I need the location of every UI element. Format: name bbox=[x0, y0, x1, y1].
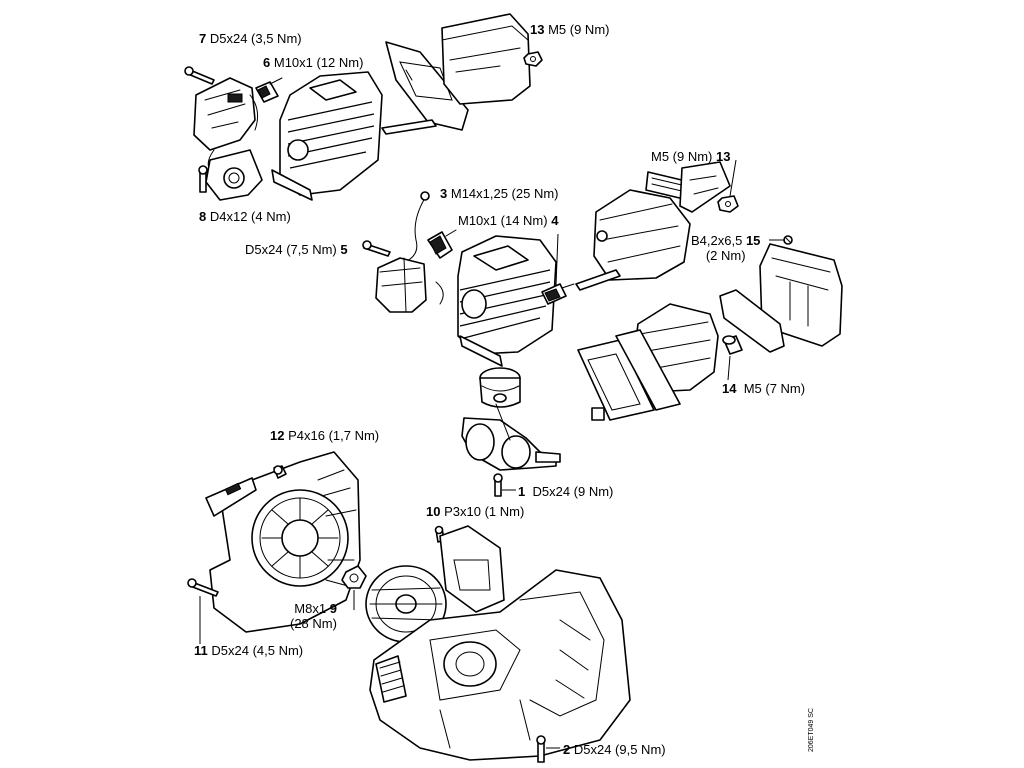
callout-12: 12 P4x16 (1,7 Nm) bbox=[270, 428, 380, 443]
intake-flange-small bbox=[205, 149, 263, 201]
muffler-cover-right bbox=[759, 243, 843, 347]
spark-plug-6 bbox=[255, 77, 283, 103]
piston bbox=[479, 367, 521, 408]
decomp-valve-4 bbox=[541, 283, 575, 305]
screw-5 bbox=[362, 240, 391, 257]
callout-6: 6 M10x1 (12 Nm) bbox=[263, 55, 364, 70]
callout-11: 11 D5x24 (4,5 Nm) bbox=[194, 643, 304, 658]
callout-8: 8 D4x12 (4 Nm) bbox=[199, 209, 291, 224]
callout-2: 2 D5x24 (9,5 Nm) bbox=[563, 742, 666, 757]
screw-7 bbox=[184, 66, 215, 85]
leader-lines bbox=[199, 159, 785, 749]
spark-plug-3 bbox=[427, 229, 457, 259]
fan-housing bbox=[205, 451, 361, 633]
muffler-plate-right bbox=[719, 289, 785, 353]
crankcase-gasket bbox=[439, 525, 505, 613]
nut-9 bbox=[341, 565, 367, 589]
nut-13-right bbox=[717, 195, 739, 213]
screw-8 bbox=[198, 165, 208, 193]
ignition-module-small bbox=[193, 77, 259, 171]
ignition-module-center bbox=[375, 257, 444, 313]
cylinder-small bbox=[271, 71, 383, 201]
callout-15: B4,2x6,5 15(2 Nm) bbox=[691, 233, 761, 263]
screw-11 bbox=[187, 578, 219, 597]
cylinder-center bbox=[457, 235, 557, 367]
baffle-plate bbox=[679, 161, 731, 213]
callout-7: 7 D5x24 (3,5 Nm) bbox=[199, 31, 302, 46]
callout-4: M10x1 (14 Nm) 4 bbox=[458, 213, 559, 228]
collar-nut-14 bbox=[722, 335, 743, 355]
callout-9: M8x1 9(28 Nm) bbox=[290, 601, 337, 631]
screw-1 bbox=[493, 473, 503, 497]
muffler-gasket-top bbox=[381, 41, 469, 135]
callout-14: 14 M5 (7 Nm) bbox=[722, 381, 806, 396]
callout-3: 3 M14x1,25 (25 Nm) bbox=[440, 186, 559, 201]
nut-13-top bbox=[523, 51, 543, 67]
muffler-top bbox=[441, 13, 531, 105]
muffler-upper-right bbox=[575, 189, 691, 291]
ignition-lead bbox=[404, 191, 430, 263]
screw-2 bbox=[536, 735, 546, 763]
callout-10: 10 P3x10 (1 Nm) bbox=[426, 504, 525, 519]
crankcase bbox=[369, 569, 631, 761]
callout-13-right: M5 (9 Nm) 13 bbox=[651, 149, 731, 164]
screw-12 bbox=[273, 465, 287, 479]
callout-1: 1 D5x24 (9 Nm) bbox=[518, 484, 614, 499]
callout-13-top: 13 M5 (9 Nm) bbox=[530, 22, 610, 37]
crankshaft bbox=[461, 403, 561, 471]
callout-5: D5x24 (7,5 Nm) 5 bbox=[245, 242, 348, 257]
drawing-reference-code: 206ET049 SC bbox=[808, 708, 815, 752]
gasket-lower-right bbox=[577, 329, 681, 421]
screw-15 bbox=[783, 235, 793, 245]
